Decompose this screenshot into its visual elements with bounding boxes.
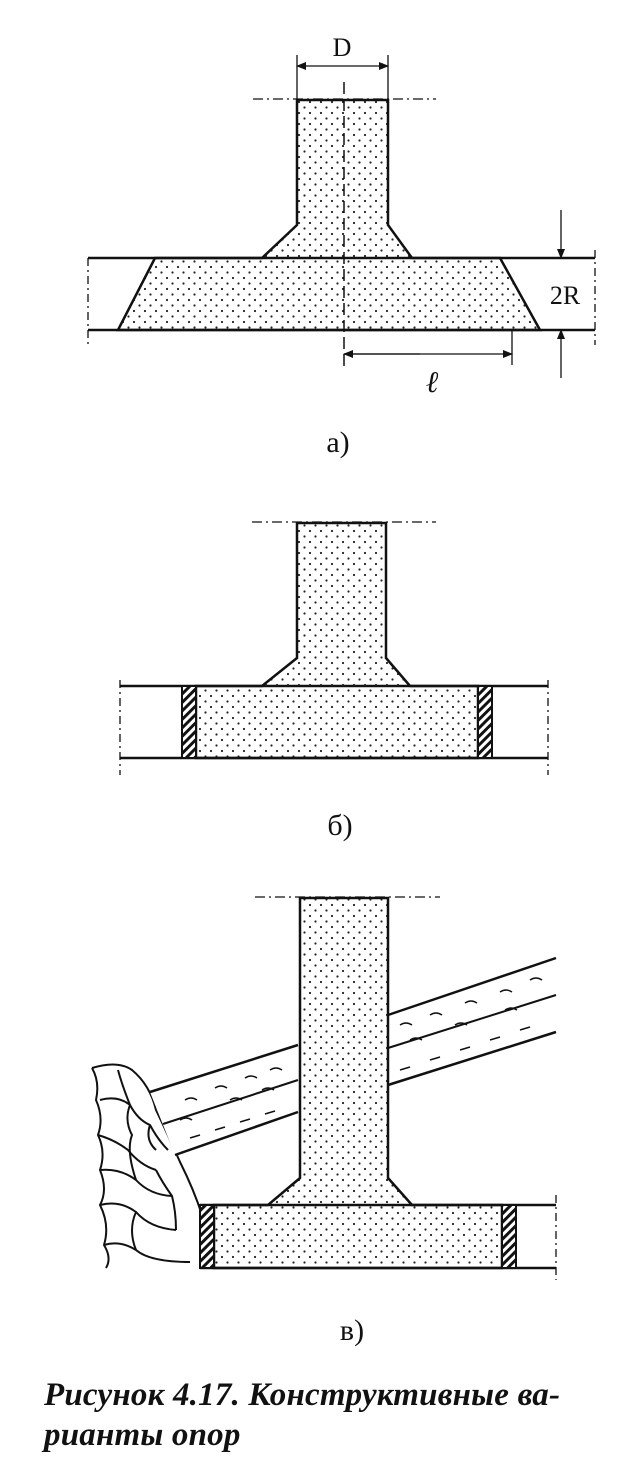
support-body	[115, 98, 543, 332]
strata-left	[149, 1043, 299, 1157]
caption-line-1: Рисунок 4.17. Конструктивные ва-	[44, 1377, 561, 1413]
figure-caption: Рисунок 4.17. Конструктивные ва- рианты …	[44, 1375, 614, 1455]
panel-a: D ℓ 2R а)	[87, 33, 596, 459]
dim-2r-label: 2R	[550, 281, 581, 310]
support-body	[194, 521, 480, 760]
caption-line-2: рианты опор	[44, 1417, 241, 1453]
hatched-insert-right	[477, 685, 493, 759]
panel-c-label: в)	[340, 1314, 364, 1347]
dim-d-label: D	[333, 33, 352, 62]
stratum-band-left	[150, 1045, 298, 1155]
panel-c: в)	[91, 896, 557, 1347]
strata-right	[387, 956, 557, 1087]
dim-l-label: ℓ	[426, 366, 439, 399]
hatched-insert-left	[181, 685, 197, 759]
hatched-insert-right	[501, 1204, 517, 1269]
panel-a-label: а)	[326, 426, 349, 459]
cone-slope-left	[117, 257, 156, 331]
panel-b-label: б)	[327, 809, 352, 842]
hatched-insert-left	[199, 1204, 215, 1269]
panel-b: б)	[119, 521, 549, 842]
cone-slope-right	[499, 257, 541, 331]
